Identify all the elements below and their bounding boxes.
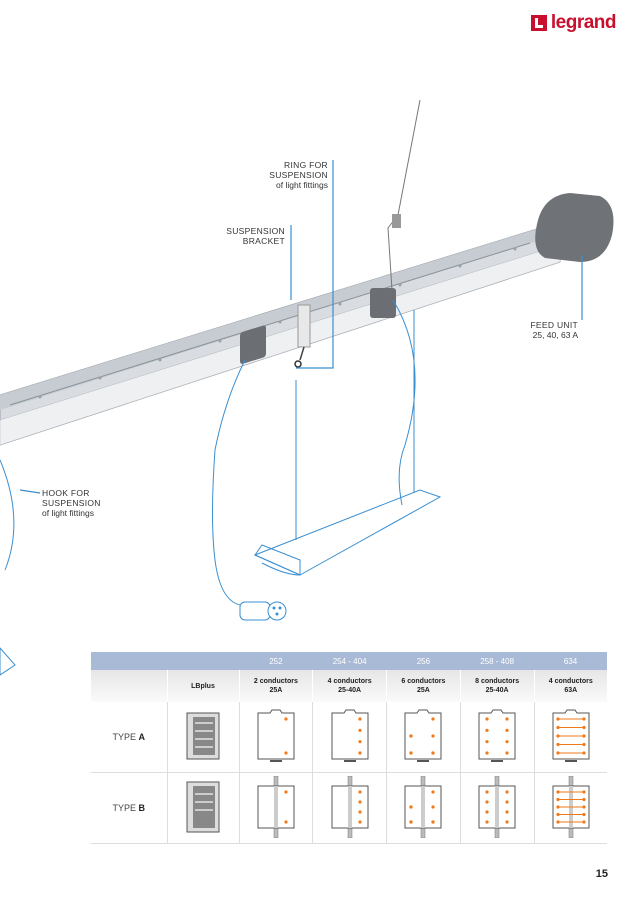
diagram-a-258-408	[459, 702, 534, 773]
type-b-product-image	[166, 772, 239, 844]
diagram-b-634	[533, 772, 607, 844]
legrand-mark-icon	[530, 15, 547, 31]
type-b-label: TYPE B	[91, 772, 167, 844]
conductor-diagram-icon	[478, 775, 516, 839]
type-a-label: TYPE A	[91, 702, 167, 773]
conductor-spec-table: 252 254 - 404 256 258 - 408 634 LBplus 2…	[91, 652, 607, 844]
col-256: 256	[386, 652, 461, 670]
callout-ring: RING FOR SUSPENSION of light fittings	[269, 160, 328, 190]
plug-icon	[239, 601, 287, 621]
col-254-404: 254 - 404	[312, 652, 387, 670]
conductor-diagram-icon	[257, 775, 295, 839]
callout-feed-unit: FEED UNIT 25, 40, 63 A	[530, 320, 578, 340]
diagram-a-254-404	[312, 702, 387, 773]
conductor-diagram-icon	[404, 775, 442, 839]
diagram-a-252	[238, 702, 313, 773]
callout-hook: HOOK FOR SUSPENSION of light fittings	[42, 488, 101, 518]
table-row-type-a: TYPE A	[91, 702, 607, 773]
conductor-diagram-icon	[331, 709, 369, 762]
diagram-b-256	[386, 772, 461, 844]
page-number: 15	[595, 868, 608, 880]
col-252: 252	[239, 652, 313, 670]
conductor-diagram-icon	[257, 709, 295, 762]
col-258-408: 258 - 408	[460, 652, 534, 670]
diagram-b-252	[238, 772, 313, 844]
conductor-diagram-icon	[552, 709, 590, 762]
col-634: 634	[534, 652, 607, 670]
diagram-a-634	[533, 702, 607, 773]
conductor-diagram-icon	[478, 709, 516, 762]
lbplus-label: LBplus	[166, 670, 239, 702]
table-row-type-b: TYPE B	[91, 772, 607, 844]
conductor-diagram-icon	[552, 775, 590, 839]
conductor-diagram-icon	[331, 775, 369, 839]
diagram-b-254-404	[312, 772, 387, 844]
conductor-diagram-icon	[404, 709, 442, 762]
legrand-logo: legrand	[530, 12, 617, 34]
diagram-b-258-408	[459, 772, 534, 844]
brand-name: legrand	[550, 12, 617, 33]
diagram-a-256	[386, 702, 461, 773]
callout-bracket: SUSPENSION BRACKET	[226, 226, 285, 246]
type-a-product-image	[166, 702, 239, 773]
